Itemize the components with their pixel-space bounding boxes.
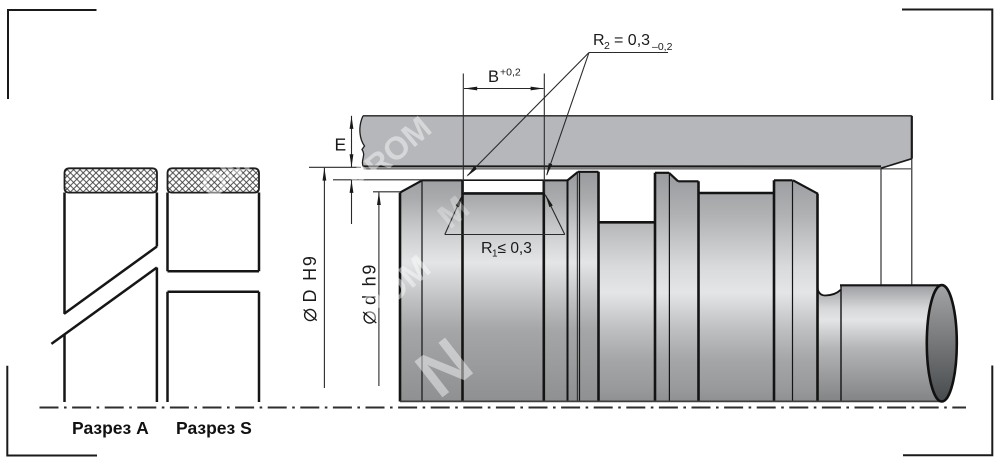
svg-text:D H9: D H9 [300,254,320,302]
svg-text:OM: OM [193,145,256,206]
svg-text:Разрез S: Разрез S [176,418,252,438]
svg-text:2: 2 [604,40,610,52]
svg-text:–0,2: –0,2 [652,41,673,53]
svg-text:R: R [593,32,605,49]
svg-text:= 0,3: = 0,3 [614,32,650,49]
svg-text:E: E [335,135,347,155]
svg-text:+0,2: +0,2 [500,67,521,79]
svg-text:d h9: d h9 [360,263,380,305]
svg-text:Разрез А: Разрез А [72,418,149,438]
svg-text:≤ 0,3: ≤ 0,3 [498,240,532,257]
svg-text:B: B [488,68,499,86]
svg-text:1: 1 [492,249,498,260]
svg-text:R: R [481,240,493,257]
